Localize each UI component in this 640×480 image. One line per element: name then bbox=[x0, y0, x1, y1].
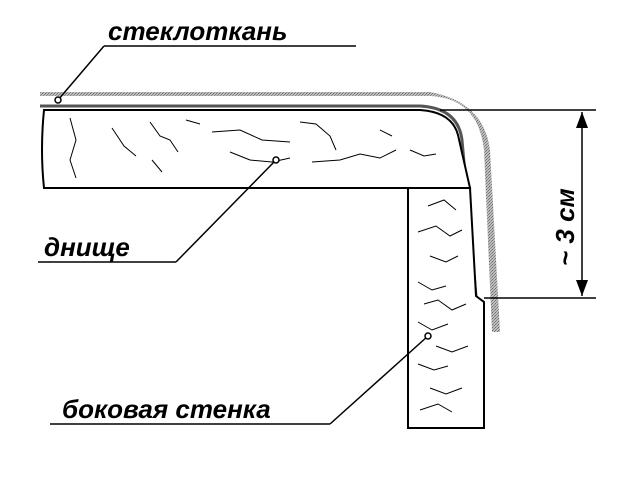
wood-grain-bottom bbox=[69, 117, 437, 179]
leader-dots bbox=[54, 96, 432, 340]
side-wall-board bbox=[407, 187, 485, 429]
wood-grain-side bbox=[417, 199, 469, 413]
bottom-board bbox=[41, 109, 472, 189]
side-wall-label: боковая стенка bbox=[62, 394, 271, 424]
leader-lines bbox=[38, 45, 429, 425]
dimension-marker bbox=[440, 109, 596, 299]
fiberglass-coating-edge bbox=[40, 104, 478, 297]
bottom-label: днище bbox=[44, 232, 130, 262]
fiberglass-label: стеклоткань bbox=[108, 16, 287, 46]
dimension-label: ~ 3 см bbox=[550, 188, 580, 266]
